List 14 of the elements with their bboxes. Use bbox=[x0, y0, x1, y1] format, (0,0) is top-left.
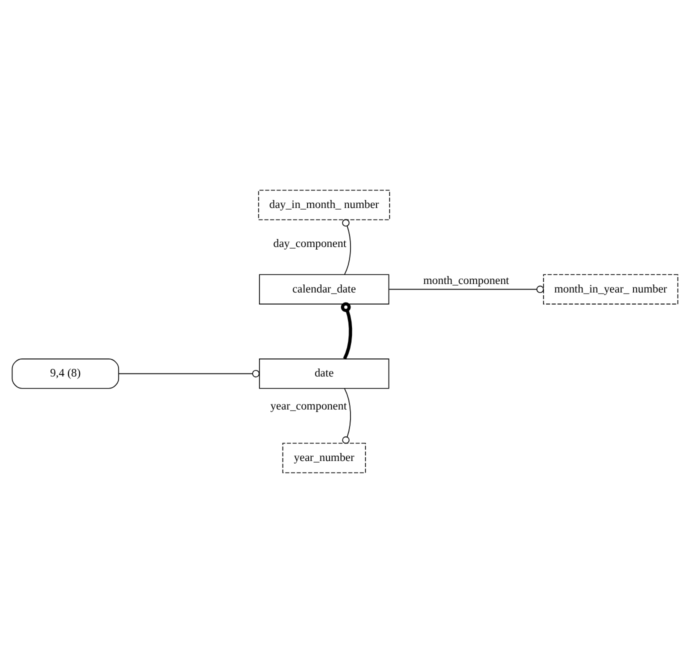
connector bbox=[342, 219, 351, 275]
node-box: month_in_year_ number bbox=[543, 274, 678, 304]
connector bbox=[388, 286, 544, 294]
connector bbox=[342, 388, 351, 444]
edge-label: month_component bbox=[423, 274, 510, 287]
node-box: 9,4 (8) bbox=[12, 358, 120, 389]
edge-label: day_component bbox=[273, 238, 346, 250]
node-box: year_number bbox=[282, 442, 366, 474]
connector bbox=[340, 302, 352, 360]
node-box: calendar_date bbox=[259, 274, 390, 304]
connector bbox=[118, 370, 260, 378]
edge-label: year_component bbox=[270, 400, 347, 413]
node-box: date bbox=[259, 358, 390, 389]
node-box: day_in_month_ number bbox=[258, 190, 390, 220]
